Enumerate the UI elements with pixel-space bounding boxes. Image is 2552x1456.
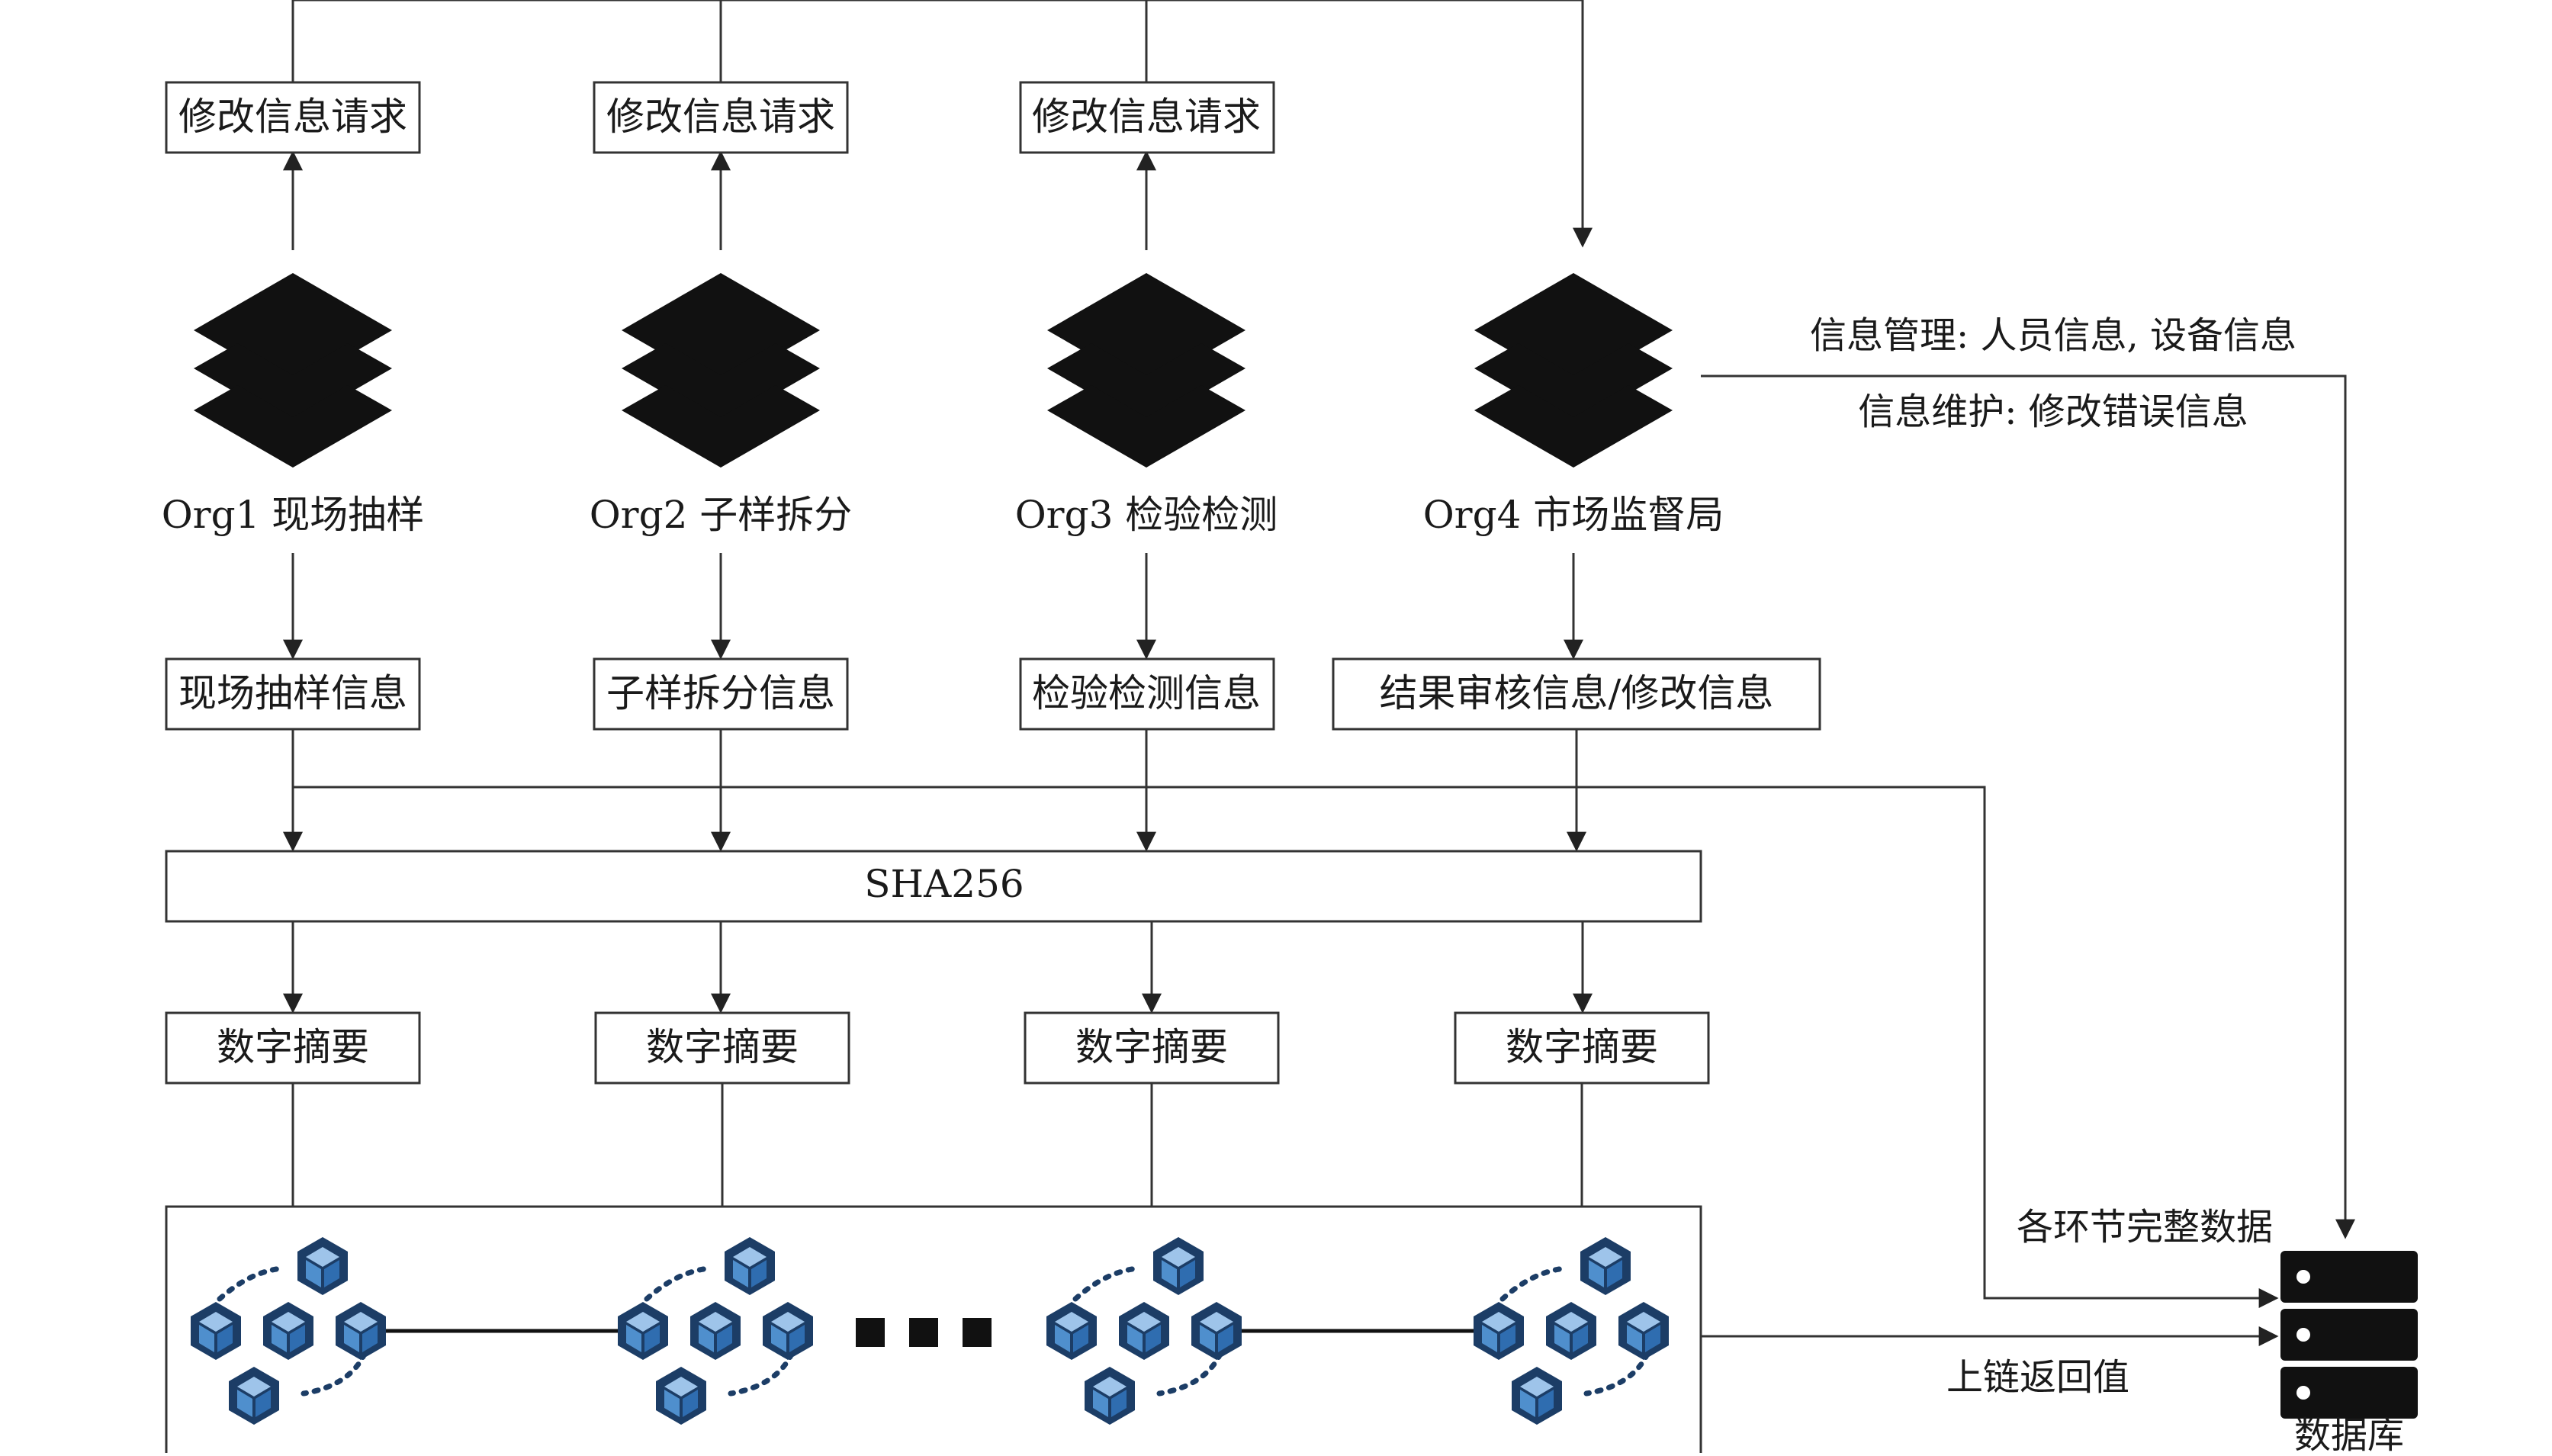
request-box-label: 修改信息请求 <box>1032 95 1261 139</box>
org4-notes: 信息管理: 人员信息, 设备信息 信息维护: 修改错误信息 <box>1701 314 2355 1239</box>
org-label: Org1 现场抽样 <box>162 493 425 537</box>
org-label: Org4 市场监督局 <box>1423 493 1724 537</box>
server-database-icon <box>2280 1251 2418 1419</box>
org-node-4: Org4 市场监督局 <box>1423 273 1724 537</box>
digest-box-label: 数字摘要 <box>646 1025 799 1069</box>
info-box-label: 子样拆分信息 <box>606 671 835 715</box>
digest-box-4: 数字摘要 <box>1454 1011 1710 1085</box>
org4-note-maintenance: 信息维护: 修改错误信息 <box>1858 391 2248 433</box>
info-box-1: 现场抽样信息 <box>165 657 421 731</box>
sha256-box: SHA256 <box>165 850 1702 923</box>
org4-note-management: 信息管理: 人员信息, 设备信息 <box>1810 314 2296 357</box>
complete-data-label: 各环节完整数据 <box>2017 1206 2273 1249</box>
digest-box-3: 数字摘要 <box>1024 1011 1280 1085</box>
request-box-1: 修改信息请求 <box>165 81 421 154</box>
info-box-label: 结果审核信息/修改信息 <box>1380 671 1774 715</box>
layers-stack-icon <box>194 273 392 468</box>
digest-box-1: 数字摘要 <box>165 1011 421 1085</box>
database: 数据库 <box>2280 1251 2418 1456</box>
digest-box-label: 数字摘要 <box>1506 1025 1658 1069</box>
digest-box-2: 数字摘要 <box>594 1011 850 1085</box>
org-node-1: Org1 现场抽样 <box>162 273 425 537</box>
feedback-lines <box>283 0 1593 250</box>
request-box-label: 修改信息请求 <box>606 95 835 139</box>
layers-stack-icon <box>1047 273 1245 468</box>
chain-ellipsis <box>856 1318 992 1347</box>
layers-stack-icon <box>1474 273 1673 468</box>
sha256-label: SHA256 <box>864 862 1024 906</box>
info-to-hash-arrows <box>283 729 2279 1308</box>
blockchain-panel <box>165 1205 1702 1456</box>
org-label: Org2 子样拆分 <box>590 493 853 537</box>
layers-stack-icon <box>622 273 820 468</box>
request-box-label: 修改信息请求 <box>178 95 407 139</box>
info-box-4: 结果审核信息/修改信息 <box>1332 657 1821 731</box>
request-box-2: 修改信息请求 <box>593 81 849 154</box>
digest-box-label: 数字摘要 <box>217 1025 369 1069</box>
hash-to-digest-arrows <box>283 921 1593 1014</box>
org-node-3: Org3 检验检测 <box>1015 273 1278 537</box>
request-box-3: 修改信息请求 <box>1019 81 1275 154</box>
org-label: Org3 检验检测 <box>1015 493 1278 537</box>
database-label: 数据库 <box>2294 1414 2404 1453</box>
info-box-label: 现场抽样信息 <box>178 671 407 715</box>
info-box-2: 子样拆分信息 <box>593 657 849 731</box>
return-value-label: 上链返回值 <box>1946 1356 2129 1399</box>
info-box-3: 检验检测信息 <box>1019 657 1275 731</box>
digest-box-label: 数字摘要 <box>1075 1025 1228 1069</box>
org-node-2: Org2 子样拆分 <box>590 273 853 537</box>
org-to-info-arrows <box>283 553 1583 660</box>
info-box-label: 检验检测信息 <box>1032 671 1261 715</box>
